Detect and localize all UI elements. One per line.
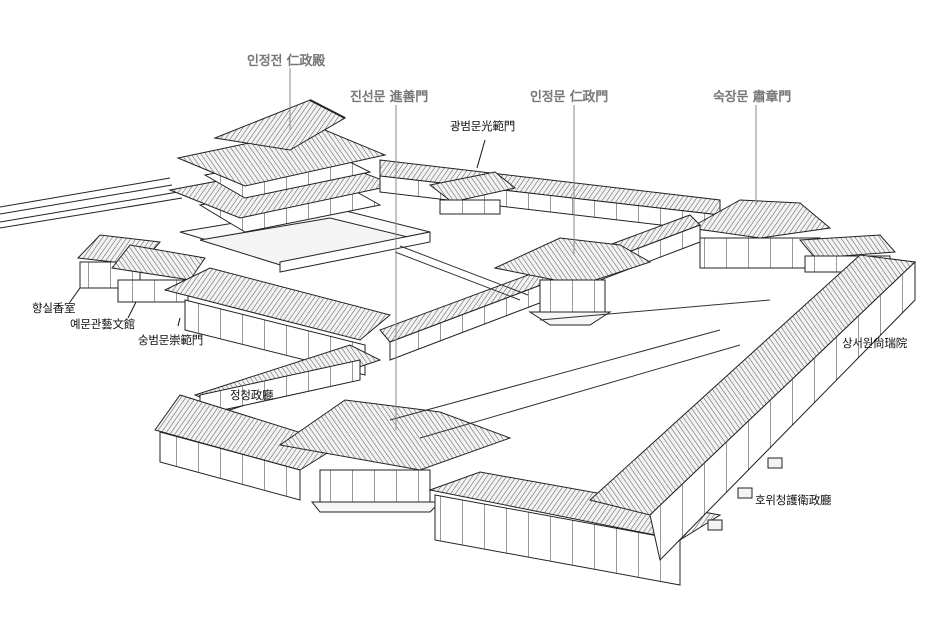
sukjangmun-gate <box>688 199 832 269</box>
south-corridor <box>428 471 722 586</box>
injeongjeon-hall <box>168 99 397 233</box>
label-hyangsil: 향실香室 <box>32 301 76 315</box>
injeongjeon-platform <box>179 206 431 273</box>
label-pointers <box>69 139 486 327</box>
gwangbeommun-gate <box>428 171 517 215</box>
label-sukjangmun: 숙장문 肅章門 <box>713 90 792 105</box>
label-yemungwan: 예문관藝文館 <box>70 317 136 331</box>
label-injeongjeon: 인정전 仁政殿 <box>247 54 326 69</box>
label-sangseowon: 상서원尙瑞院 <box>842 336 908 350</box>
label-sungbeommun: 숭범문崇範門 <box>138 333 204 347</box>
label-gwangbeommun: 광범문光範門 <box>450 119 516 133</box>
leader-lines <box>289 68 757 430</box>
label-injeongmun: 인정문 仁政門 <box>530 90 609 105</box>
label-jinseonmun: 진선문 進善門 <box>350 90 429 105</box>
jeongcheong-corridor <box>193 344 382 416</box>
east-corridor <box>588 254 917 562</box>
outer-wall-lines <box>0 177 183 229</box>
north-corridor <box>379 159 721 233</box>
label-jeongcheong: 정청政廳 <box>230 388 274 402</box>
label-howicheong: 호위청護衛政廳 <box>755 493 832 507</box>
stone-steps <box>707 457 783 531</box>
courtyard-paths <box>389 245 771 439</box>
jinseonmun-gate <box>278 399 512 513</box>
west-buildings <box>76 234 206 303</box>
